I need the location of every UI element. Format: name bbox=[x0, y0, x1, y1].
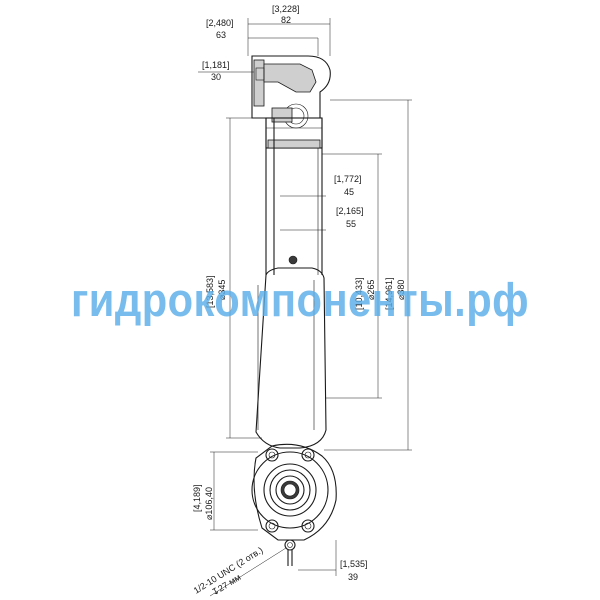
dim-top-width-inch: [3,228] bbox=[272, 4, 300, 14]
dim-top-offset-mm: 63 bbox=[216, 30, 226, 40]
dimension-lines bbox=[198, 18, 412, 597]
dim-bottom-width-mm: 39 bbox=[348, 572, 358, 582]
dim-dia-380-inch: [14,961] bbox=[384, 277, 394, 310]
dim-top-width-mm: 82 bbox=[281, 15, 291, 25]
dim-dia-106-mm: ⌀106,40 bbox=[204, 487, 214, 520]
dim-dia-265-mm: ⌀265 bbox=[366, 280, 376, 300]
watermark-text: гидрокомпоненты.рф bbox=[71, 273, 529, 326]
gearbox-body bbox=[251, 55, 337, 566]
dim-top-offset-inch: [2,480] bbox=[206, 18, 234, 28]
dim-inner-a-mm: 45 bbox=[344, 187, 354, 197]
dim-flange-mm: 30 bbox=[211, 72, 221, 82]
dim-inner-a-inch: [1,772] bbox=[334, 174, 362, 184]
dim-inner-b-mm: 55 bbox=[346, 219, 356, 229]
dim-dia-265-inch: [10,433] bbox=[354, 277, 364, 310]
dim-inner-b-inch: [2,165] bbox=[336, 206, 364, 216]
dim-flange-inch: [1,181] bbox=[202, 60, 230, 70]
dim-dia-345-mm: ⌀345 bbox=[217, 280, 227, 300]
dim-dia-380-mm: ⌀380 bbox=[396, 280, 406, 300]
dim-dia-345-inch: [13,583] bbox=[205, 275, 215, 308]
dim-bottom-width-inch: [1,535] bbox=[340, 559, 368, 569]
dim-dia-106-inch: [4,189] bbox=[192, 484, 202, 512]
